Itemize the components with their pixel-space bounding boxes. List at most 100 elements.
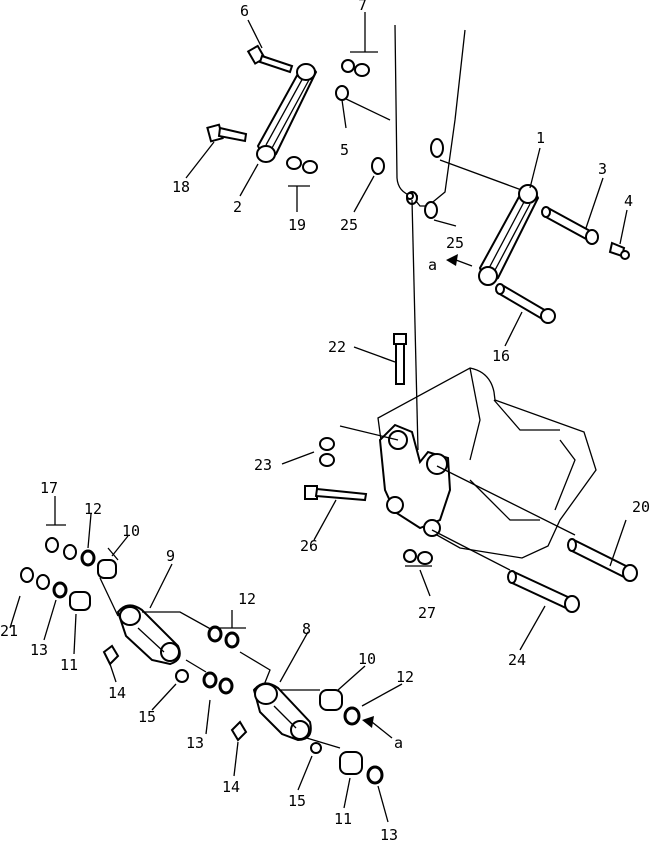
link-9-eye-right: [160, 642, 180, 662]
nut-19: [302, 160, 318, 174]
seal-12-right: [343, 706, 361, 726]
link-9-eye-left: [119, 606, 141, 626]
callout-11-left: 11: [60, 656, 78, 674]
callout-15-right: 15: [288, 792, 306, 810]
bolt-22-shank: [395, 343, 405, 385]
pin-3-end: [541, 206, 551, 218]
pin-3-collar: [585, 229, 599, 245]
callout-14-right: 14: [222, 778, 240, 796]
shim-21-b: [36, 574, 50, 590]
seal-13-mid-a: [202, 671, 218, 689]
link-2-eye-top: [296, 63, 316, 81]
callout-1: 1: [536, 129, 545, 147]
link-8-eye-left: [254, 683, 278, 705]
link-2-rib-2: [271, 77, 311, 149]
ref-a-arrow-bottom-shaft: [371, 721, 393, 739]
ref-a-arrow-bottom: [362, 716, 374, 728]
seal-13-left: [52, 581, 68, 599]
callout-21: 21: [0, 622, 18, 640]
callout-10-left: 10: [122, 522, 140, 540]
bolt-26-head: [304, 485, 318, 500]
washer-7: [341, 59, 355, 73]
shim-17-a: [45, 537, 59, 553]
bucket: [339, 367, 597, 571]
pin-20-body: [568, 538, 632, 580]
seal-12-mid-a: [207, 625, 223, 643]
link-2-rib: [265, 75, 305, 146]
leader-lines: [9, 12, 628, 823]
arm-stick: [394, 24, 466, 207]
callout-4: 4: [624, 192, 633, 210]
grease-fitting-4-nipple: [620, 250, 630, 260]
bushing-10-left: [97, 559, 117, 579]
callout-18: 18: [172, 178, 190, 196]
grease-fitting-14-right: [230, 720, 248, 742]
callout-13-right: 13: [380, 826, 398, 844]
callout-14-left: 14: [108, 684, 126, 702]
callout-27: 27: [418, 604, 436, 622]
pin-24-body: [508, 570, 572, 610]
lower-guide-lines-1: [99, 547, 217, 633]
bolt-18: [206, 123, 248, 143]
pin-20: [567, 538, 638, 582]
link-8-rib: [273, 705, 297, 729]
bucket-guide-line-3: [431, 529, 511, 571]
nut-23-upper: [319, 437, 335, 451]
link-8: [252, 682, 312, 742]
callout-15-left: 15: [138, 708, 156, 726]
pin-24: [507, 570, 580, 613]
callout-11-right: 11: [334, 810, 352, 828]
link-1-rib: [487, 201, 525, 271]
callout-6: 6: [240, 2, 249, 20]
seal-13-mid-b: [218, 677, 234, 695]
callout-3: 3: [598, 160, 607, 178]
callout-13-left: 13: [30, 641, 48, 659]
shim-17-b: [63, 544, 77, 560]
bucket-boss-lower: [386, 496, 404, 514]
alignment-line-arm-link1: [439, 159, 528, 193]
link-2: [256, 63, 318, 163]
callout-26: 26: [300, 537, 318, 555]
link-1-eye-bottom: [478, 266, 498, 286]
bucket-floor: [469, 479, 540, 521]
bucket-boss-right: [426, 453, 448, 475]
shim-21-a: [20, 567, 34, 583]
bucket-edge-inner: [469, 367, 481, 461]
callout-5: 5: [340, 141, 349, 159]
grease-fitting-15-right: [310, 742, 322, 754]
callout-13-mid: 13: [186, 734, 204, 752]
nut-27: [417, 551, 433, 565]
arm-right-edge: [427, 29, 466, 207]
bucket-side: [554, 439, 576, 511]
seal-12-mid-b: [224, 631, 240, 649]
ref-label-a-top: a: [428, 256, 437, 274]
pin-16-collar: [540, 308, 556, 324]
bushing-11-left: [69, 591, 91, 611]
washer-19: [286, 156, 302, 170]
callout-20: 20: [632, 498, 650, 516]
alignment-line-washer5: [341, 96, 391, 121]
washer-5: [335, 85, 349, 101]
link-1-eye-top: [518, 184, 538, 204]
link-9-rib: [137, 627, 165, 653]
nut-23-lower: [319, 453, 335, 467]
washer-27: [403, 549, 417, 563]
bucket-lip: [493, 399, 560, 431]
o-ring-25-right: [424, 201, 438, 219]
callout-8: 8: [302, 620, 311, 638]
link-9: [116, 604, 181, 666]
link-8-eye-right: [290, 720, 310, 740]
callout-25-right: 25: [446, 234, 464, 252]
ref-a-arrow-top: [446, 254, 458, 266]
callout-10-right: 10: [358, 650, 376, 668]
bolt-6-shank: [258, 54, 294, 74]
link-1-rib-2: [493, 203, 531, 273]
pin-16-end: [495, 283, 505, 295]
callout-12-mid: 12: [238, 590, 256, 608]
link-1: [478, 184, 540, 286]
seal-13-right: [366, 765, 384, 785]
pin-16: [495, 283, 556, 324]
ref-a-arrow-top-shaft: [455, 259, 473, 267]
pin-3-body: [542, 206, 594, 242]
